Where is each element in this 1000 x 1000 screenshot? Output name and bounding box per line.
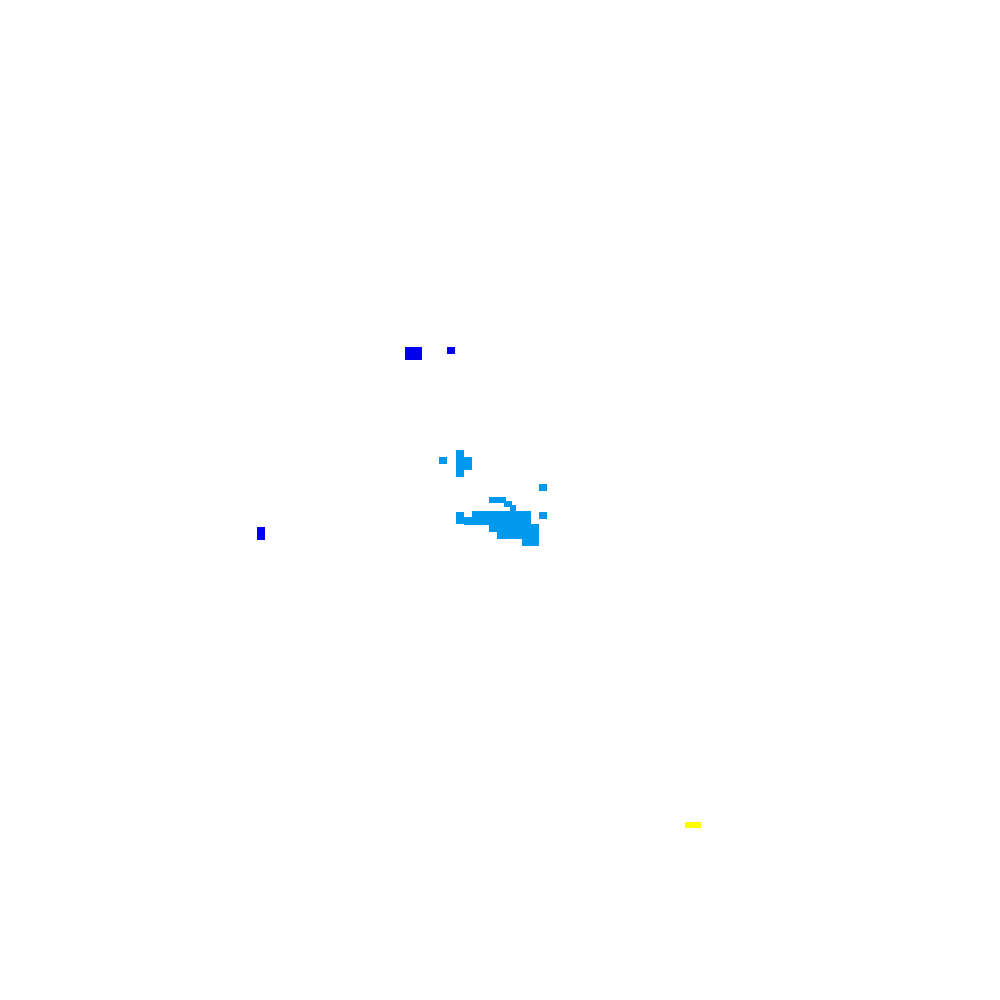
- cyan-blip-mass-right: [530, 524, 539, 540]
- cyan-blip-mass-bottom: [522, 538, 539, 546]
- cyan-blip-mass-left-tab: [456, 512, 464, 524]
- cyan-blip-dot-right-top: [539, 484, 547, 491]
- cyan-blip-dot-right-bottom: [539, 512, 547, 519]
- blue-blip-upper-small: [447, 347, 455, 354]
- blue-blip-left: [257, 527, 265, 540]
- cyan-blip-arc-top: [489, 497, 506, 503]
- cyan-blip-mass-top: [472, 511, 531, 519]
- cyan-blip-mass-row2: [489, 524, 531, 532]
- cyan-blip-vertical: [456, 450, 464, 477]
- cyan-blip-mass-row1: [464, 517, 531, 525]
- cyan-blip-dot-left: [439, 457, 447, 464]
- cyan-blip-vertical-notch: [464, 457, 472, 470]
- cyan-blip-arc-end: [510, 505, 516, 511]
- blue-blip-upper-large: [405, 347, 422, 360]
- cyan-blip-mass-row3: [497, 531, 539, 539]
- cyan-blip-arc-tip: [504, 501, 512, 507]
- yellow-blip: [685, 822, 701, 828]
